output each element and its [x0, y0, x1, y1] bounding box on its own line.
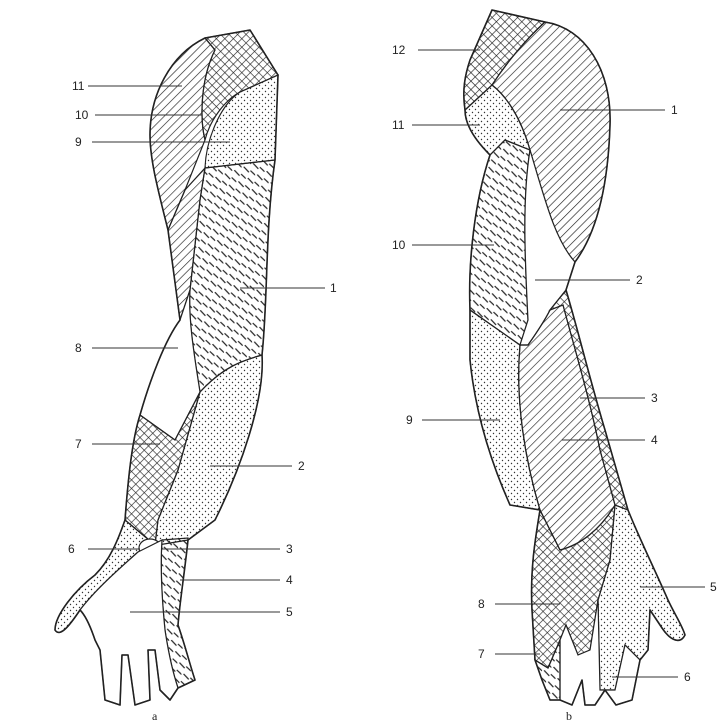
label-a-7: 7 — [75, 437, 82, 451]
panel-a: 11 10 9 1 8 7 2 6 3 4 5 a — [55, 30, 337, 723]
label-a-9: 9 — [75, 135, 82, 149]
label-a-11: 11 — [72, 79, 85, 93]
label-b-6: 6 — [684, 670, 691, 684]
label-a-2: 2 — [298, 459, 305, 473]
label-b-2: 2 — [636, 273, 643, 287]
label-a-6: 6 — [68, 542, 75, 556]
label-a-8: 8 — [75, 341, 82, 355]
panel-b: 12 1 11 10 2 3 9 4 5 8 7 6 b — [392, 10, 717, 723]
label-a-10: 10 — [75, 108, 89, 122]
label-a-3: 3 — [286, 542, 293, 556]
label-b-7: 7 — [478, 647, 485, 661]
label-a-5: 5 — [286, 605, 293, 619]
label-b-8: 8 — [478, 597, 485, 611]
label-b-5: 5 — [710, 580, 717, 594]
label-a-1: 1 — [330, 281, 337, 295]
label-b-4: 4 — [651, 433, 658, 447]
caption-b: b — [566, 709, 572, 723]
caption-a: a — [152, 709, 158, 723]
label-b-3: 3 — [651, 391, 658, 405]
label-a-4: 4 — [286, 573, 293, 587]
region-b-10 — [470, 140, 530, 345]
label-b-11: 11 — [392, 118, 405, 132]
label-b-1: 1 — [671, 103, 678, 117]
label-b-12: 12 — [392, 43, 406, 57]
label-b-9: 9 — [406, 413, 413, 427]
label-b-10: 10 — [392, 238, 406, 252]
